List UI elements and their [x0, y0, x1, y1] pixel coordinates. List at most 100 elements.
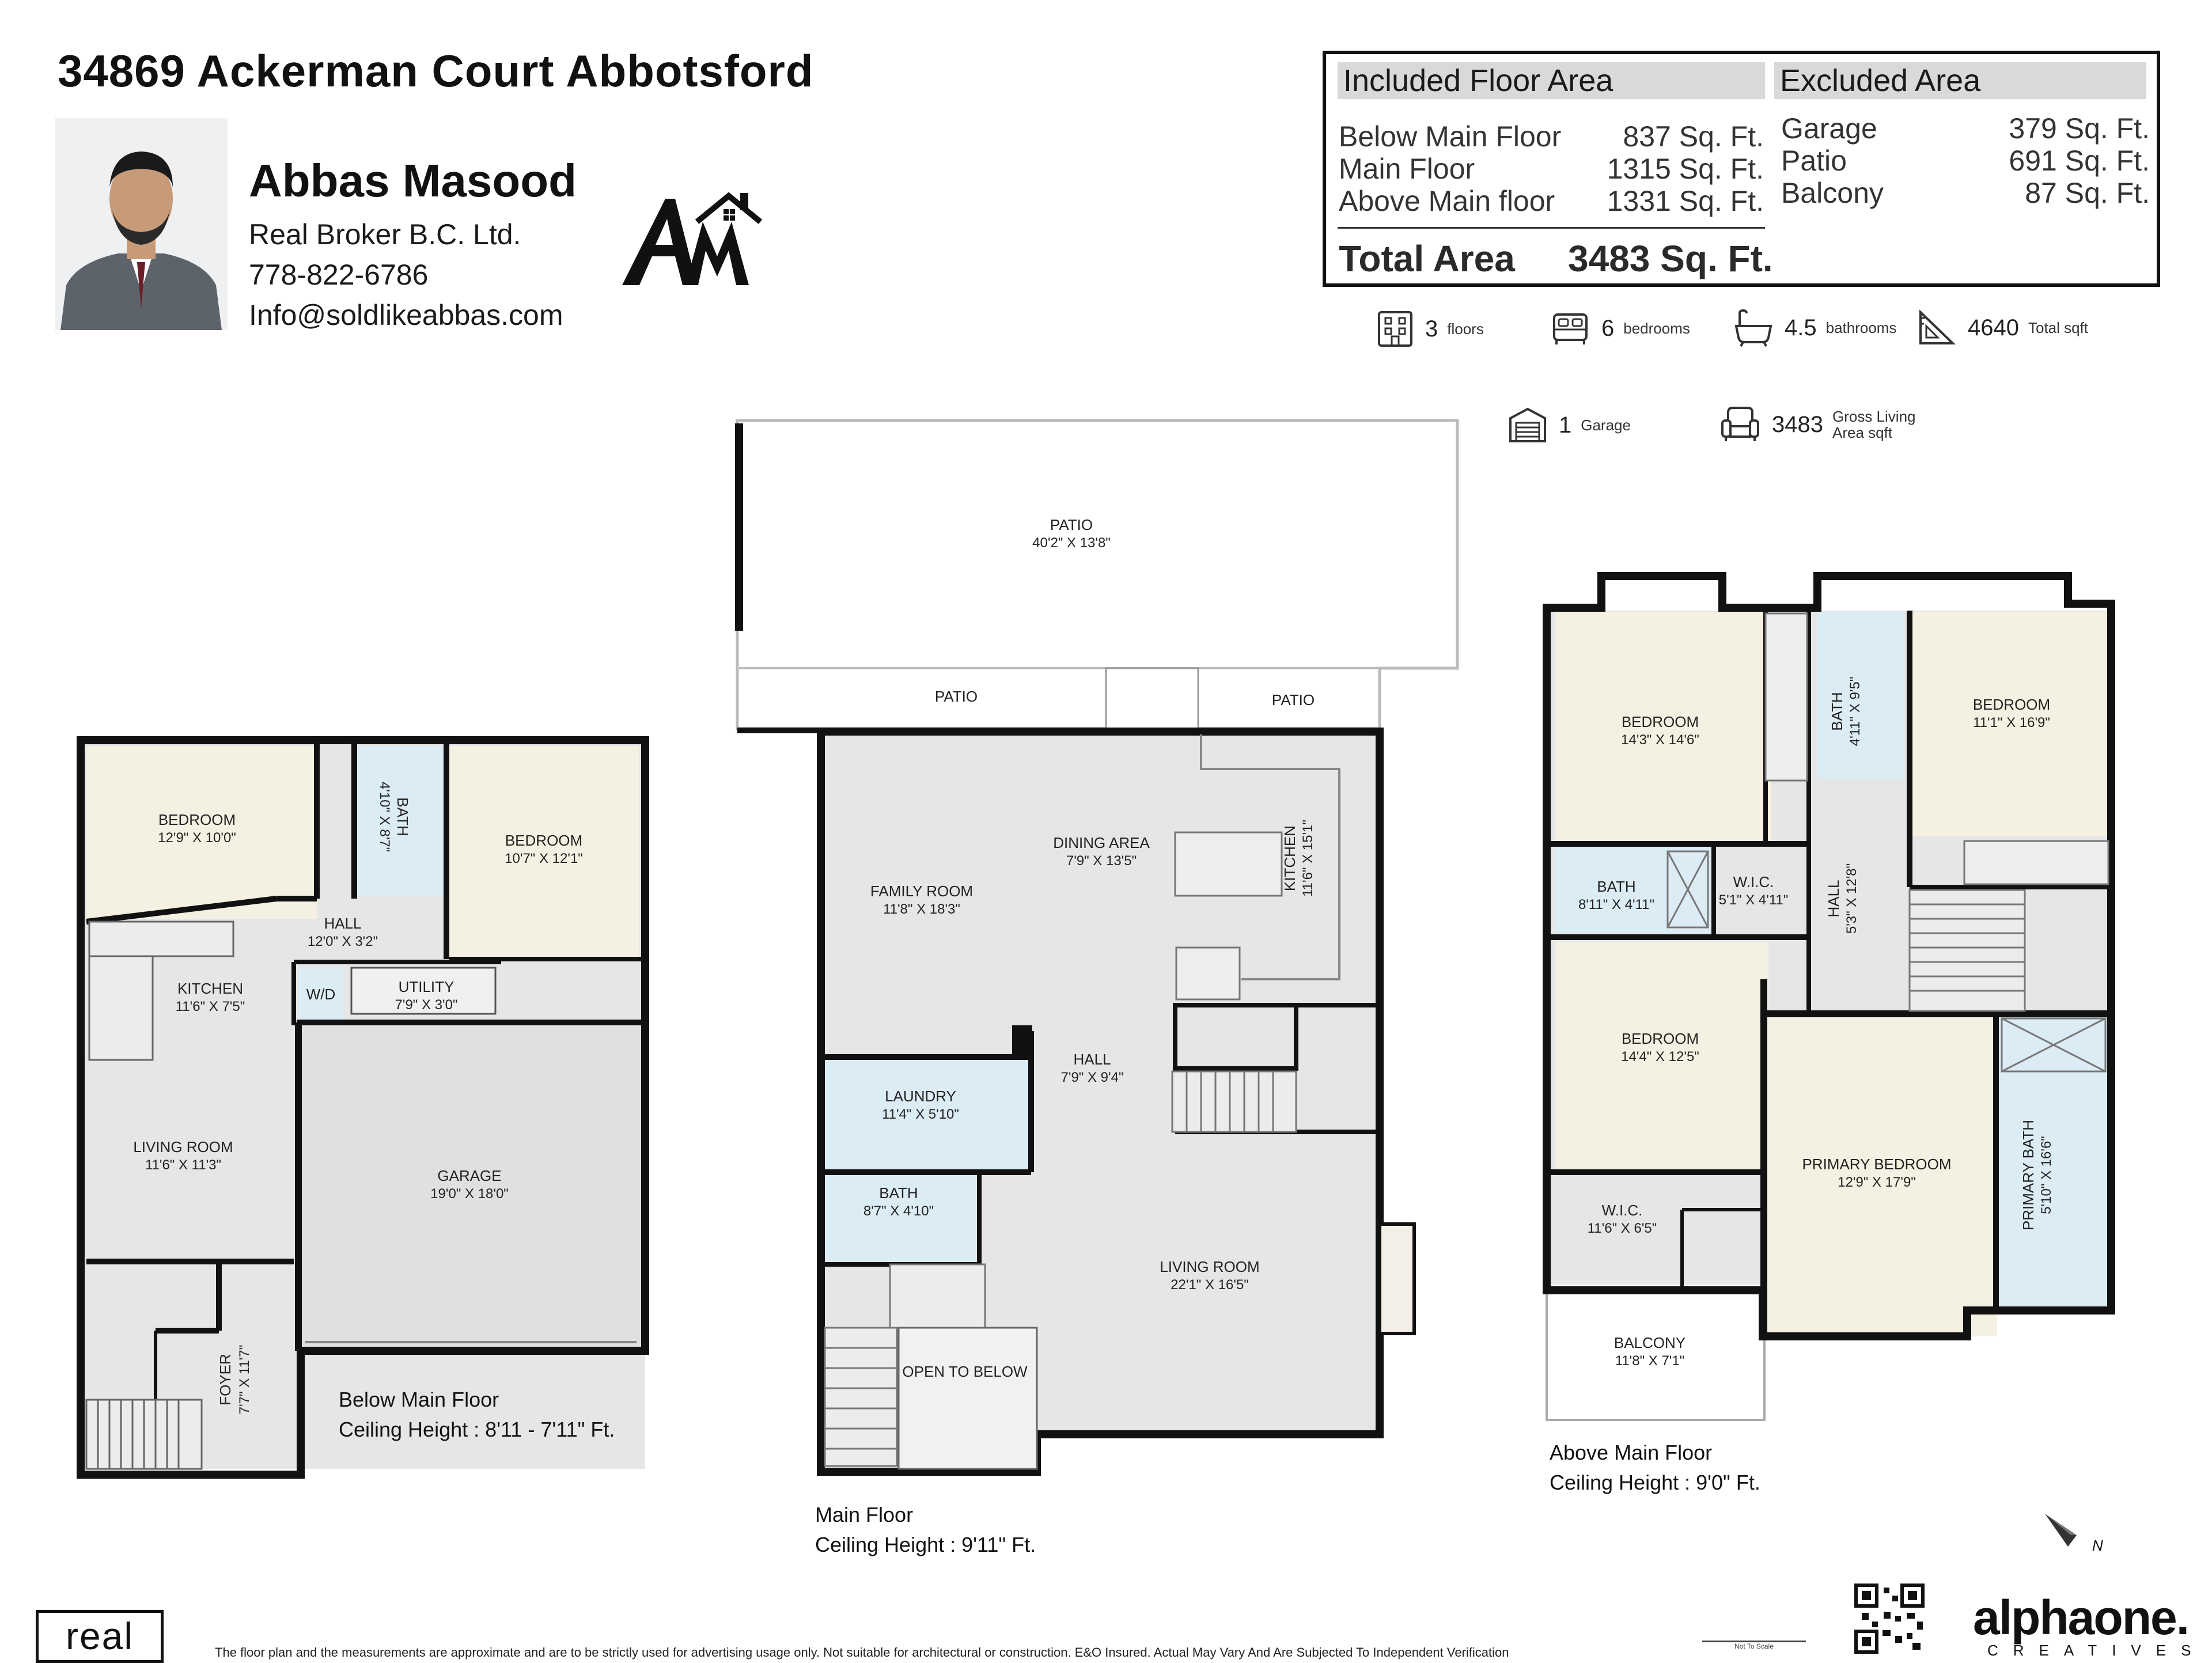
- room-dim: 7'9" X 13'5": [1066, 853, 1137, 869]
- room-dim: 11'1" X 16'9": [1973, 715, 2050, 730]
- included-row-label: Main Floor: [1339, 153, 1475, 185]
- floors-icon: [1378, 311, 1412, 347]
- room-dim: 8'7" X 4'10": [863, 1203, 934, 1219]
- room-bedroom: [449, 746, 639, 959]
- room-label: FOYER: [217, 1354, 234, 1406]
- room-dim: 14'3" X 14'6": [1621, 732, 1699, 748]
- room-dim: 40'2" X 13'8": [1032, 535, 1111, 551]
- room-dim: 12'9" X 10'0": [158, 830, 236, 846]
- room-dim: 5'10" X 16'6": [2039, 1136, 2054, 1214]
- room-bedroom: [1555, 942, 1768, 1172]
- room-label: W.I.C.: [1602, 1202, 1643, 1219]
- excluded-row-label: Patio: [1781, 145, 1847, 177]
- stat-floors: 3 floors: [1377, 310, 1484, 348]
- room-label: HALL: [324, 915, 361, 932]
- room-dim: 7'7" X 11'7": [237, 1345, 252, 1415]
- stat-value: 6: [1601, 315, 1615, 341]
- included-row-value: 1331 Sq. Ft.: [1607, 185, 1764, 217]
- included-row-label: Above Main floor: [1339, 185, 1555, 217]
- bed-icon: [1553, 313, 1588, 344]
- above-main-floor-plan: BEDROOM 14'3" X 14'6" BATH 4'11" X 9'5" …: [1543, 572, 2115, 1421]
- main-floor-caption: Main Floor: [815, 1503, 914, 1526]
- stat-bedrooms: 6 bedrooms: [1551, 311, 1690, 346]
- excluded-row-value: 379 Sq. Ft.: [2009, 112, 2150, 145]
- room-label: BEDROOM: [1622, 1030, 1699, 1047]
- bathtub-icon: [1734, 309, 1772, 347]
- open-to-below: [897, 1327, 1038, 1470]
- room-dim: 19'0" X 18'0": [430, 1186, 509, 1202]
- room-balcony: [1546, 1289, 1766, 1421]
- room-label: BEDROOM: [1973, 696, 2050, 713]
- room-bedroom: [86, 746, 317, 919]
- room-bedroom: [1555, 612, 1771, 841]
- room-dim: 12'9" X 17'9": [1838, 1175, 1916, 1190]
- stat-total-sqft: 4640 Total sqft: [1917, 309, 2088, 347]
- agent-phone[interactable]: 778-822-6786: [249, 259, 429, 291]
- stat-gross-living: 3483 Gross Living Area sqft: [1720, 406, 1925, 444]
- excluded-row-label: Garage: [1781, 112, 1877, 145]
- room-label: BEDROOM: [505, 832, 582, 849]
- included-row-value: 837 Sq. Ft.: [1623, 120, 1764, 153]
- disclaimer-text: The floor plan and the measurements are …: [215, 1645, 1509, 1660]
- stat-value: 3: [1425, 316, 1438, 342]
- real-brokerage-logo: real: [36, 1610, 164, 1663]
- room-label: OPEN TO BELOW: [902, 1363, 1028, 1380]
- included-row-label: Below Main Floor: [1339, 120, 1562, 153]
- agent-name: Abbas Masood: [249, 155, 577, 206]
- room-dim: 11'8" X 7'1": [1615, 1353, 1685, 1369]
- room-wd: [298, 968, 344, 1020]
- room-label: KITCHEN: [177, 980, 243, 997]
- room-dim: 11'4" X 5'10": [882, 1107, 959, 1122]
- room-label: PRIMARY BEDROOM: [1802, 1156, 1951, 1173]
- room-primary-bath: [1999, 1014, 2111, 1313]
- room-laundry: [825, 1060, 1029, 1169]
- room-label: DINING AREA: [1053, 834, 1150, 851]
- room-label: LIVING ROOM: [1160, 1258, 1259, 1275]
- room-dim: 11'6" X 15'1": [1300, 820, 1316, 897]
- included-area-title: Included Floor Area: [1338, 62, 1765, 99]
- room-dim: 14'4" X 12'5": [1621, 1049, 1699, 1065]
- stat-bathrooms: 4.5 bathrooms: [1734, 309, 1896, 347]
- room-dim: 4'10" X 8'7": [377, 782, 392, 852]
- room-label: BATH: [879, 1184, 918, 1202]
- room-bedroom: [1912, 612, 2108, 836]
- total-divider: [1338, 227, 1765, 229]
- room-label: PATIO: [1272, 691, 1315, 709]
- stat-label: Gross Living Area sqft: [1832, 408, 1916, 441]
- above-floor-caption: Above Main Floor: [1550, 1441, 1713, 1464]
- alphaone-subtitle: CREATIVES: [1987, 1642, 2206, 1659]
- stat-label: bedrooms: [1623, 320, 1690, 337]
- room-bath: [825, 1175, 978, 1262]
- scale-note: Not To Scale: [1702, 1641, 1806, 1658]
- compass-label: N: [2092, 1537, 2103, 1554]
- room-label: BEDROOM: [1622, 713, 1699, 730]
- agent-brokerage: Real Broker B.C. Ltd.: [249, 218, 521, 251]
- below-floor-ceiling: Ceiling Height : 8'11 - 7'11" Ft.: [339, 1418, 615, 1441]
- room-label: LAUNDRY: [885, 1088, 956, 1105]
- excluded-row-value: 87 Sq. Ft.: [2025, 177, 2150, 209]
- stat-value: 4.5: [1785, 315, 1817, 340]
- room-label: W/D: [306, 986, 336, 1003]
- area-summary-box: Included Floor Area Excluded Area Below …: [1323, 51, 2160, 287]
- alphaone-logo: alphaone.: [1973, 1590, 2190, 1645]
- room-label: PATIO: [935, 688, 978, 705]
- room-label: HALL: [1073, 1051, 1111, 1068]
- room-label: BATH: [1597, 878, 1635, 895]
- room-dim: 11'6" X 11'3": [145, 1157, 221, 1173]
- room-bath: [1817, 612, 1904, 779]
- room-label: PRIMARY BATH: [2020, 1120, 2037, 1230]
- room-dim: 11'6" X 7'5": [176, 999, 245, 1014]
- agent-email[interactable]: Info@soldlikeabbas.com: [249, 299, 563, 331]
- total-area-value: 3483 Sq. Ft.: [1568, 238, 1773, 279]
- room-label: LIVING ROOM: [133, 1138, 233, 1156]
- room-garage: [301, 1025, 641, 1348]
- agent-photo: [55, 118, 228, 330]
- room-label: BATH: [394, 797, 411, 836]
- room-label: BEDROOM: [158, 811, 236, 828]
- stat-label: floors: [1447, 320, 1484, 338]
- stat-value: 3483: [1772, 411, 1823, 437]
- stat-label: Total sqft: [2028, 319, 2089, 336]
- excluded-row-label: Balcony: [1781, 177, 1884, 209]
- room-label: BALCONY: [1614, 1334, 1685, 1351]
